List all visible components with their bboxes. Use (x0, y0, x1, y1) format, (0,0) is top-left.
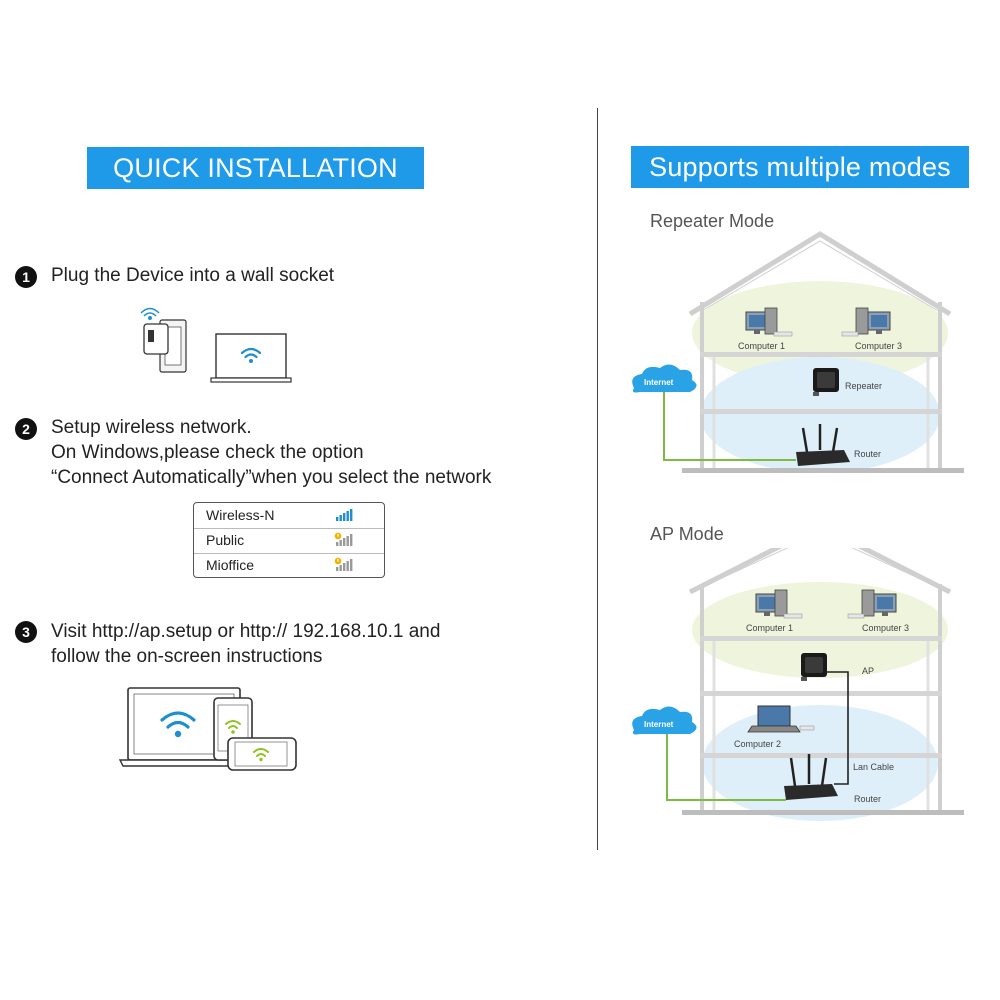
ap-mode-title: AP Mode (650, 524, 724, 544)
repeater-mode-title: Repeater Mode (650, 211, 775, 231)
repeater-device-icon (813, 368, 839, 396)
laptop-icon (210, 333, 292, 383)
router-label: Router (854, 449, 881, 459)
network-row-wireless-n[interactable]: Wireless-N (194, 503, 384, 529)
laptop-wifi-icon (160, 711, 196, 729)
ground-line (682, 810, 964, 815)
quick-installation-banner: QUICK INSTALLATION (87, 147, 424, 189)
step-3-text: Visit http://ap.setup or http:// 192.168… (51, 621, 441, 667)
internet-label: Internet (644, 378, 674, 387)
ap-mode-diagram: Computer 1 Computer 3 AP Computer 2 Lan … (632, 548, 964, 821)
extender-device (143, 323, 169, 355)
computer-3-icon (847, 589, 897, 619)
supports-modes-banner: Supports multiple modes (631, 146, 969, 188)
computer-2-icon (747, 705, 815, 733)
ap-label: AP (862, 666, 874, 676)
device-wifi-icon (140, 307, 160, 321)
phone-wifi-icon (253, 748, 269, 757)
internet-cable (666, 734, 786, 801)
tablet-wifi-icon (225, 720, 241, 729)
laptop-wifi-icon (240, 347, 262, 359)
signal-secured-icon (334, 557, 353, 571)
signal-strong-icon (336, 509, 353, 521)
network-row-mioffice[interactable]: Mioffice (194, 553, 384, 578)
blue-coverage-zone (702, 705, 938, 821)
computer-1-label: Computer 1 (746, 623, 793, 633)
signal-secured-icon (334, 532, 353, 546)
network-row-public[interactable]: Public (194, 528, 384, 554)
network-name: Mioffice (206, 557, 254, 573)
ap-device-icon (801, 653, 827, 681)
router-icon (784, 754, 838, 800)
internet-label: Internet (644, 720, 674, 729)
step-1-badge: 1 (15, 266, 37, 288)
network-name: Wireless-N (206, 507, 275, 523)
computer-3-label: Computer 3 (855, 341, 902, 351)
network-list: Wireless-N Public Mioffice (193, 502, 385, 578)
computer-1-icon (745, 307, 793, 337)
house-roof (688, 548, 952, 595)
column-divider (597, 108, 598, 850)
lan-cable-label: Lan Cable (853, 762, 894, 772)
repeater-label: Repeater (845, 381, 882, 391)
internet-cable (663, 392, 796, 461)
router-icon (796, 424, 850, 466)
computer-1-label: Computer 1 (738, 341, 785, 351)
supports-modes-title: Supports multiple modes (649, 151, 951, 182)
step-2-text: Setup wireless network. On Windows,pleas… (51, 417, 492, 488)
devices-illustration (118, 687, 297, 771)
green-coverage-zone (692, 281, 948, 385)
ground-line (682, 468, 964, 473)
router-label: Router (854, 794, 881, 804)
network-name: Public (206, 532, 245, 548)
internet-cloud-icon (632, 706, 697, 735)
step-2-badge: 2 (15, 418, 37, 440)
blue-coverage-zone (700, 357, 940, 473)
computer-1-icon (755, 589, 803, 619)
computer-3-label: Computer 3 (862, 623, 909, 633)
plug-device-illustration (140, 307, 292, 383)
house-roof (688, 231, 952, 317)
quick-installation-title: QUICK INSTALLATION (113, 152, 398, 183)
phone-icon (227, 737, 297, 771)
step-3-badge: 3 (15, 621, 37, 643)
lan-cable (827, 671, 849, 785)
repeater-mode-diagram: Computer 1 Computer 3 Repeater Router In… (632, 231, 964, 473)
computer-3-icon (841, 307, 891, 337)
computer-2-label: Computer 2 (734, 739, 781, 749)
step-1-text: Plug the Device into a wall socket (51, 265, 335, 286)
internet-cloud-icon (632, 364, 697, 393)
